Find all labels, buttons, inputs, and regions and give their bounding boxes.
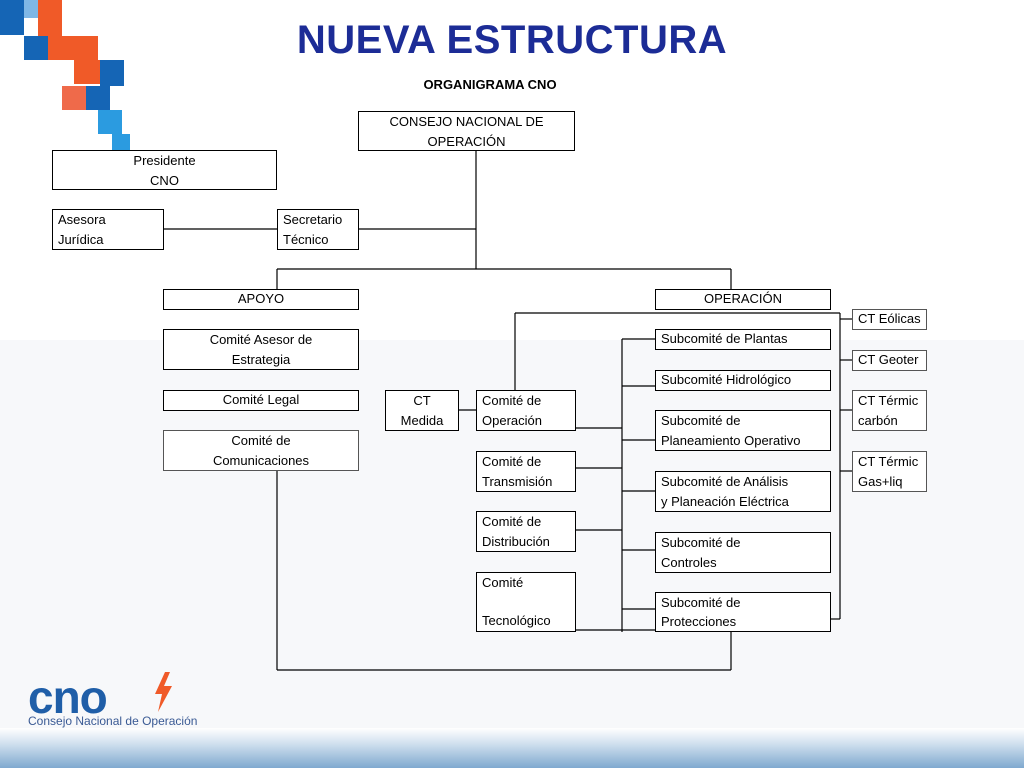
- node-comite-transmision: Comité de Transmisión: [476, 451, 576, 492]
- node-comite-tecnologico: Comité Tecnológico: [476, 572, 576, 632]
- node-ct-termic-gas: CT Térmic Gas+liq: [852, 451, 927, 492]
- node-consejo: CONSEJO NACIONAL DE OPERACIÓN: [358, 111, 575, 151]
- node-apoyo: APOYO: [163, 289, 359, 310]
- node-operacion: OPERACIÓN: [655, 289, 831, 310]
- node-subcomite-analisis: Subcomité de Análisis y Planeación Eléct…: [655, 471, 831, 512]
- node-subcomite-hidrologico: Subcomité Hidrológico: [655, 370, 831, 391]
- cno-logo-caption: Consejo Nacional de Operación: [28, 714, 198, 728]
- node-ct-geoter: CT Geoter: [852, 350, 927, 371]
- node-subcomite-protecciones: Subcomité de Protecciones: [655, 592, 831, 632]
- slide-bottom-gradient: [0, 728, 1024, 768]
- cno-logo-wordmark: cno: [28, 671, 108, 723]
- node-comite-asesor-estrategia: Comité Asesor de Estrategia: [163, 329, 359, 370]
- cno-logo: cno Consejo Nacional de Operación: [28, 668, 228, 730]
- node-subcomite-plantas: Subcomité de Plantas: [655, 329, 831, 350]
- node-secretario-tecnico: Secretario Técnico: [277, 209, 359, 250]
- node-comite-comunicaciones: Comité de Comunicaciones: [163, 430, 359, 471]
- node-asesora-juridica: Asesora Jurídica: [52, 209, 164, 250]
- node-presidente: Presidente CNO: [52, 150, 277, 190]
- node-subcomite-planeamiento: Subcomité de Planeamiento Operativo: [655, 410, 831, 451]
- node-ct-eolicas: CT Eólicas: [852, 309, 927, 330]
- node-comite-operacion: Comité de Operación: [476, 390, 576, 431]
- node-ct-medida: CT Medida: [385, 390, 459, 431]
- slide-title: NUEVA ESTRUCTURA: [296, 18, 728, 62]
- node-comite-legal: Comité Legal: [163, 390, 359, 411]
- node-subcomite-controles: Subcomité de Controles: [655, 532, 831, 573]
- node-ct-termic-carbon: CT Térmic carbón: [852, 390, 927, 431]
- slide-subtitle: ORGANIGRAMA CNO: [423, 77, 557, 92]
- node-comite-distribucion: Comité de Distribución: [476, 511, 576, 552]
- lightning-bolt-icon: [155, 672, 172, 712]
